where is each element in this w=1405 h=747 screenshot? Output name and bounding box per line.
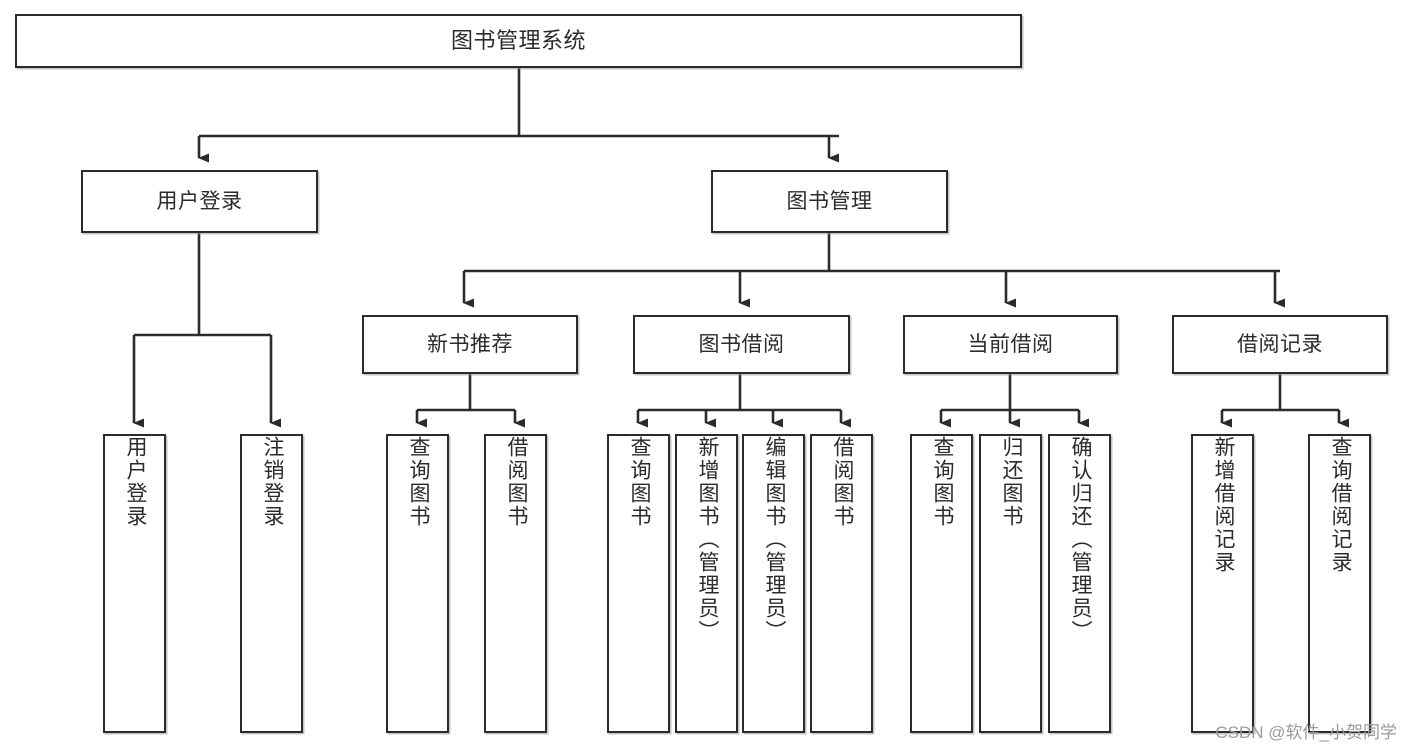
node-leaf-edit-book-label: 编辑图书（管理员） <box>762 436 786 643</box>
node-leaf-user-logout[interactable]: 注销登录 <box>240 434 303 733</box>
node-leaf-add-record[interactable]: 新增借阅记录 <box>1191 434 1254 733</box>
node-leaf-return-book[interactable]: 归还图书 <box>979 434 1042 733</box>
node-leaf-query-record-label: 查询借阅记录 <box>1328 436 1352 574</box>
node-leaf-return-book-label: 归还图书 <box>999 436 1023 528</box>
node-leaf-add-book-label: 新增图书（管理员） <box>695 436 719 643</box>
watermark: CSDN @软件_小贺同学 <box>1215 723 1397 742</box>
node-leaf-query-book-3[interactable]: 查询图书 <box>910 434 973 733</box>
node-book-borrow[interactable]: 图书借阅 <box>633 315 850 374</box>
node-leaf-confirm-return-label: 确认归还（管理员） <box>1068 436 1092 643</box>
node-leaf-user-login-label: 用户登录 <box>123 436 147 528</box>
node-user-login[interactable]: 用户登录 <box>81 170 318 233</box>
node-leaf-borrow-book-1-label: 借阅图书 <box>504 436 528 528</box>
node-root[interactable]: 图书管理系统 <box>15 14 1022 68</box>
node-leaf-user-logout-label: 注销登录 <box>260 436 284 528</box>
node-user-login-label: 用户登录 <box>156 189 243 213</box>
node-leaf-query-book-2-label: 查询图书 <box>627 436 651 528</box>
node-leaf-borrow-book-2-label: 借阅图书 <box>830 436 854 528</box>
node-leaf-edit-book[interactable]: 编辑图书（管理员） <box>742 434 805 733</box>
node-leaf-query-record[interactable]: 查询借阅记录 <box>1308 434 1371 733</box>
node-leaf-add-record-label: 新增借阅记录 <box>1211 436 1235 574</box>
node-book-borrow-label: 图书借阅 <box>698 332 785 356</box>
node-book-manage[interactable]: 图书管理 <box>711 170 948 233</box>
node-leaf-add-book[interactable]: 新增图书（管理员） <box>675 434 738 733</box>
node-leaf-borrow-book-2[interactable]: 借阅图书 <box>810 434 873 733</box>
node-leaf-query-book-1[interactable]: 查询图书 <box>386 434 449 733</box>
node-current-borrow-label: 当前借阅 <box>967 332 1054 356</box>
node-leaf-borrow-book-1[interactable]: 借阅图书 <box>484 434 547 733</box>
node-book-manage-label: 图书管理 <box>786 189 873 213</box>
node-leaf-user-login[interactable]: 用户登录 <box>103 434 166 733</box>
node-new-book-rec-label: 新书推荐 <box>427 332 513 356</box>
node-new-book-rec[interactable]: 新书推荐 <box>362 315 578 374</box>
node-leaf-query-book-3-label: 查询图书 <box>930 436 954 528</box>
node-leaf-query-book-2[interactable]: 查询图书 <box>607 434 670 733</box>
node-leaf-confirm-return[interactable]: 确认归还（管理员） <box>1048 434 1111 733</box>
node-borrow-record-label: 借阅记录 <box>1237 332 1323 356</box>
node-root-label: 图书管理系统 <box>450 27 586 53</box>
node-borrow-record[interactable]: 借阅记录 <box>1172 315 1388 374</box>
node-current-borrow[interactable]: 当前借阅 <box>903 315 1118 374</box>
node-leaf-query-book-1-label: 查询图书 <box>406 436 430 528</box>
